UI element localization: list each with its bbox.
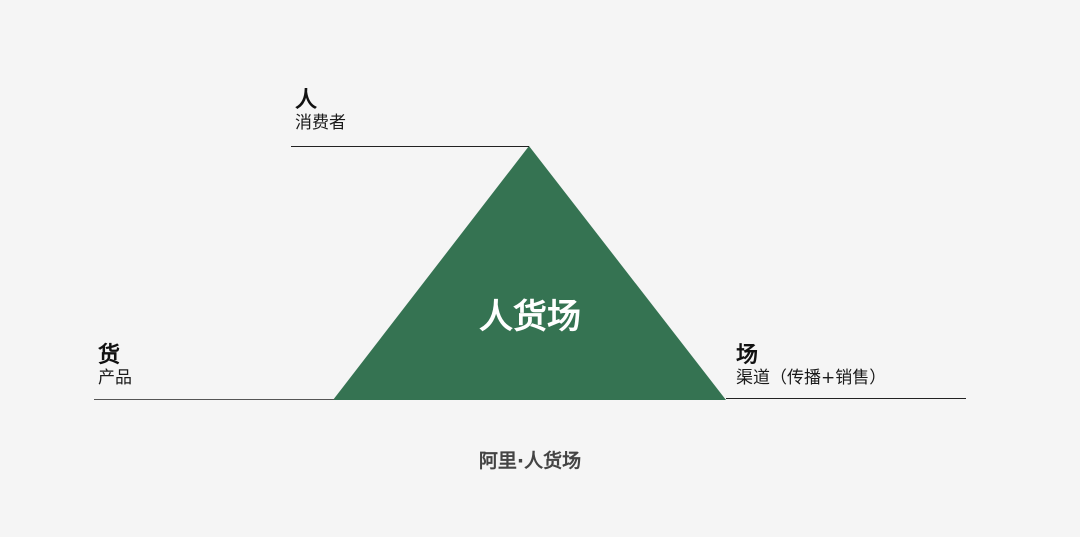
node-people: 人 消费者 [295,88,346,134]
node-place: 场 渠道（传播+销售） [736,343,887,389]
right-divider-line [726,398,966,399]
top-divider-line [291,146,529,147]
node-title: 人 [295,88,318,113]
node-title: 货 [98,343,121,368]
diagram-caption: 阿里·人货场 [478,450,582,472]
node-subtitle: 消费者 [295,113,346,133]
node-subtitle: 渠道（传播+销售） [736,368,887,388]
node-subtitle: 产品 [98,368,132,388]
center-label: 人货场 [479,297,581,337]
node-goods: 货 产品 [98,343,132,389]
node-title: 场 [736,343,759,368]
left-divider-line [94,399,334,400]
